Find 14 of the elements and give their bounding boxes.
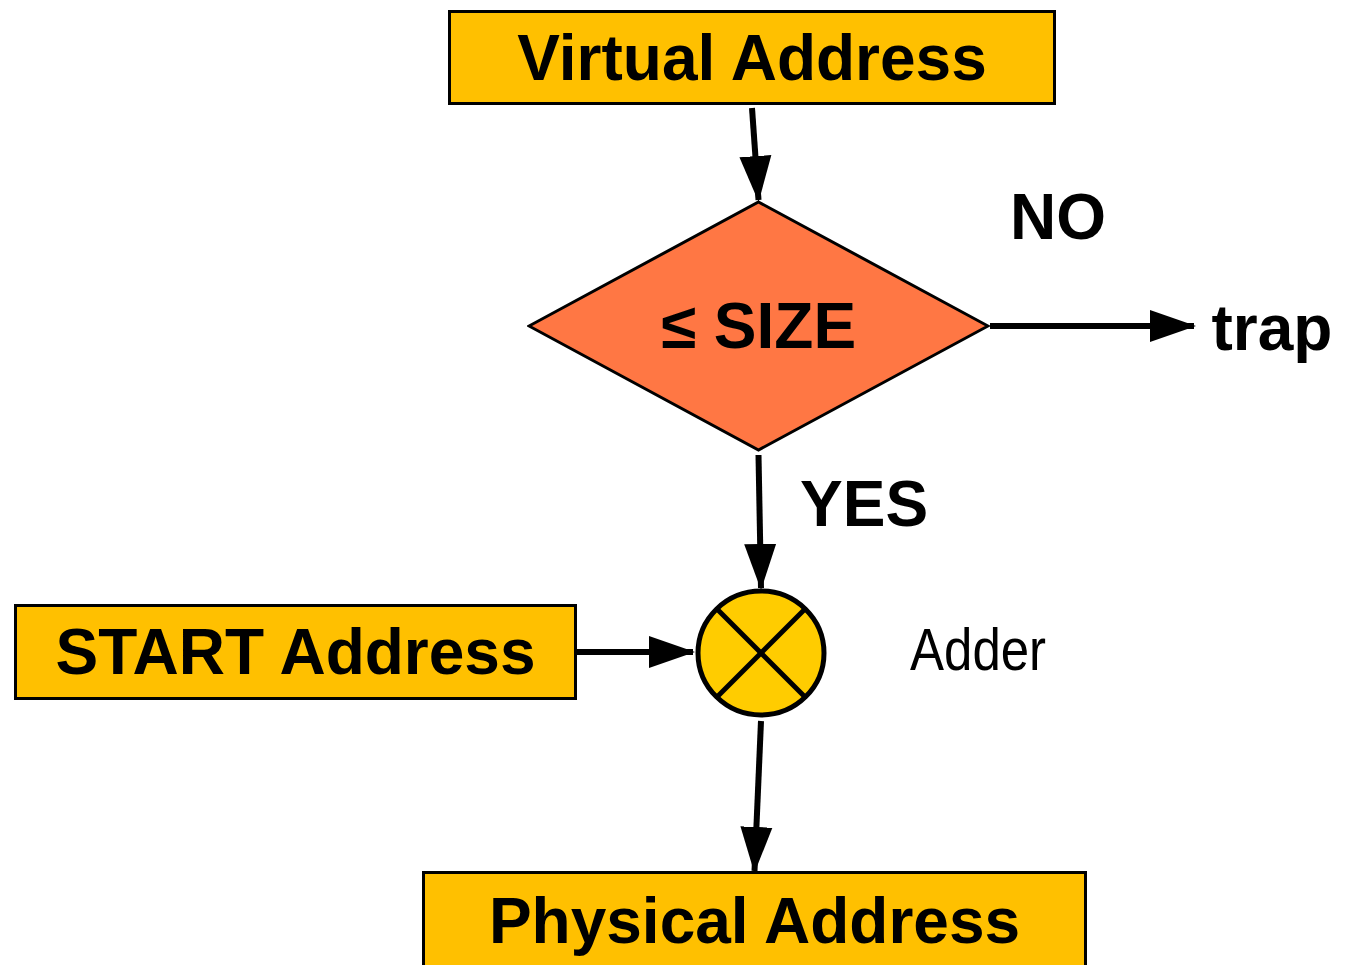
arrow <box>740 720 773 873</box>
arrow <box>739 107 772 202</box>
node-label: Virtual Address <box>517 25 987 90</box>
decision-diamond <box>527 200 990 452</box>
arrow <box>990 310 1196 342</box>
node-label: START Address <box>55 620 536 684</box>
process-box <box>422 871 1087 965</box>
process-box <box>14 604 577 700</box>
process-box <box>448 10 1056 105</box>
arrow <box>744 454 777 590</box>
adder-circle <box>695 588 827 718</box>
node-caption: Adder <box>910 620 1047 680</box>
arrow <box>577 636 695 668</box>
node-label: ≤ SIZE <box>660 294 857 358</box>
